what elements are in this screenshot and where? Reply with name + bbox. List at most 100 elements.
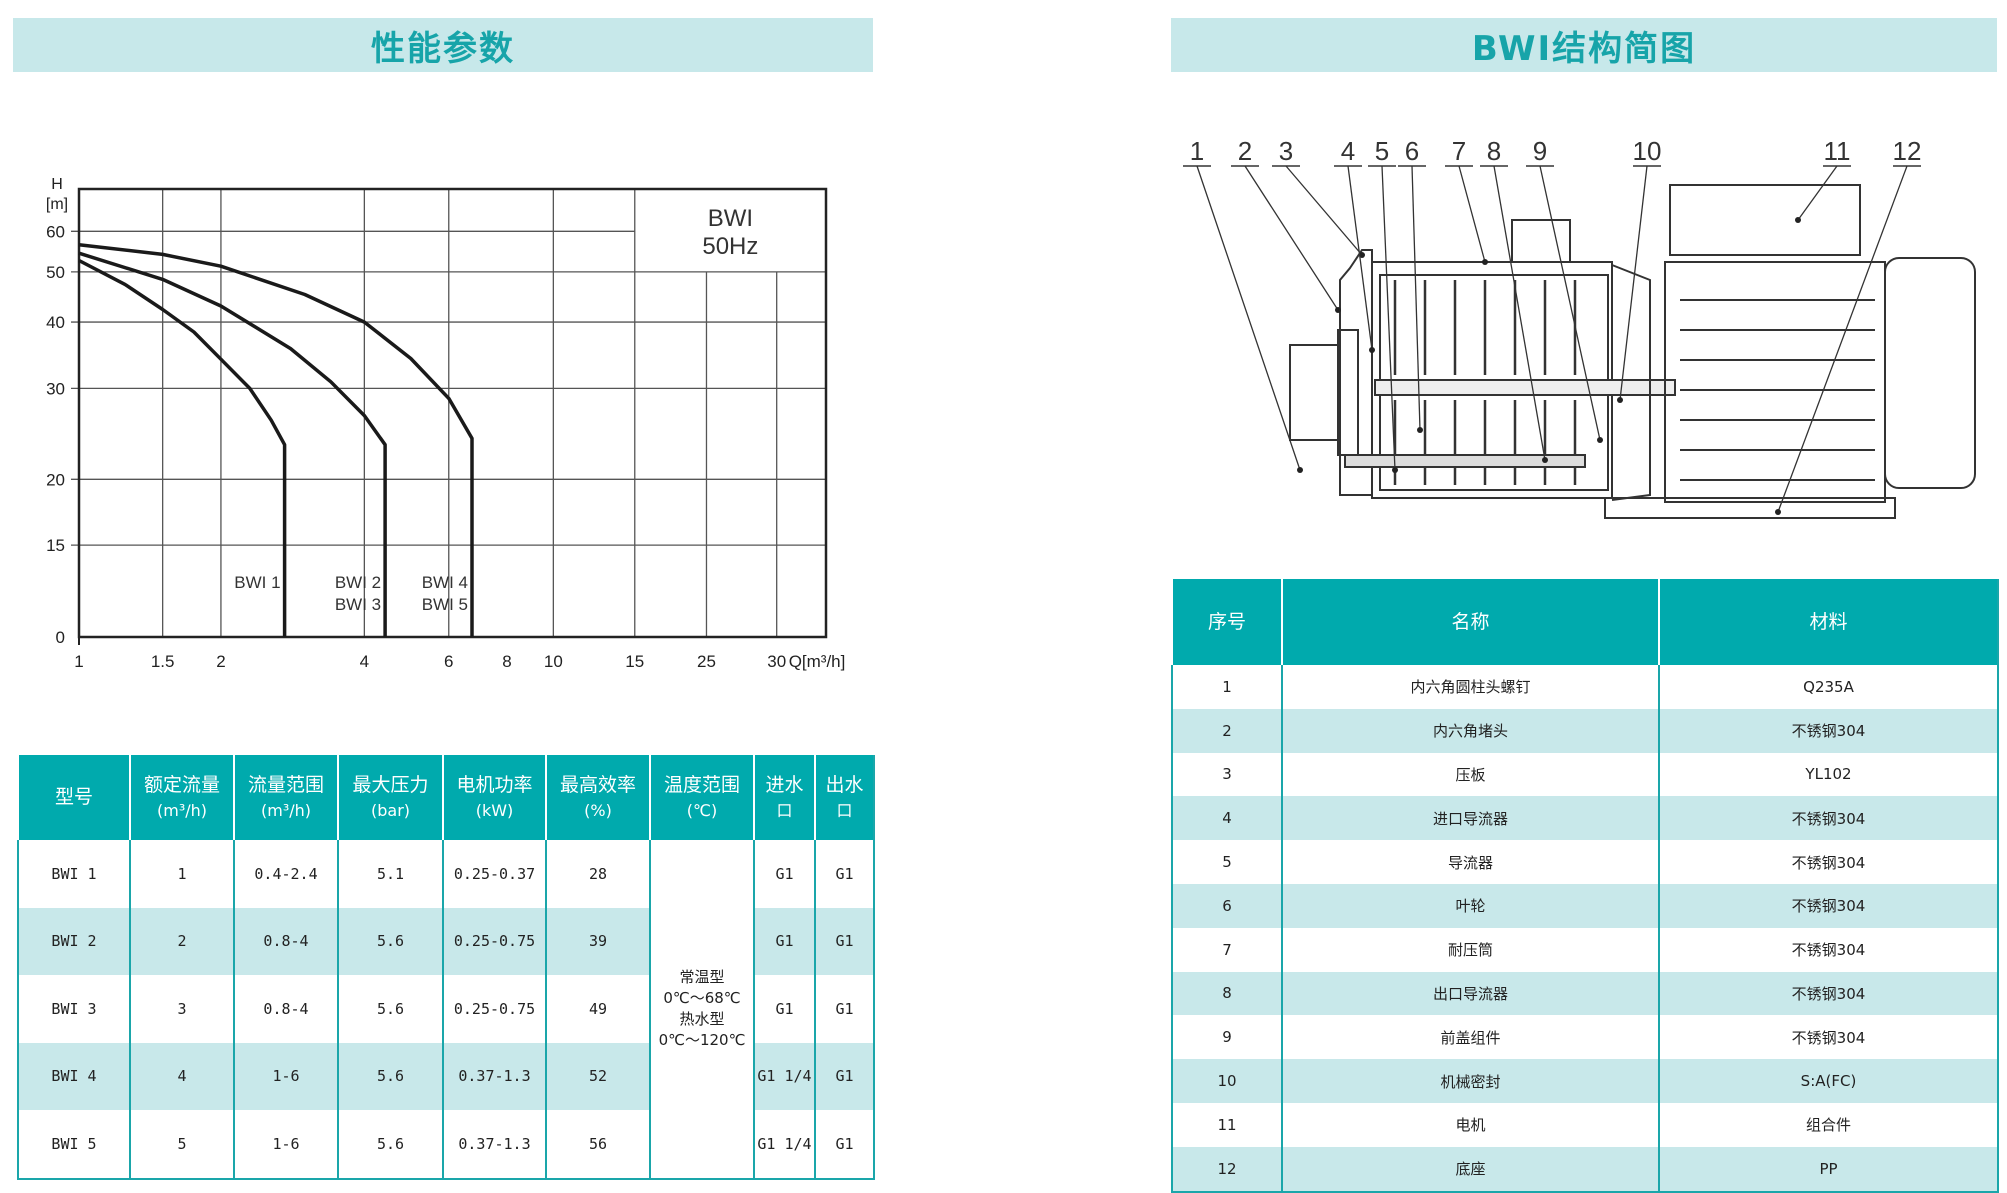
cell-inlet: G1 <box>753 975 815 1043</box>
leader-dot <box>1359 252 1365 258</box>
x-tick-label: 25 <box>697 652 716 671</box>
cell-model: BWI 5 <box>17 1110 130 1179</box>
callout-number: 5 <box>1375 136 1389 166</box>
series-label: BWI 1 <box>234 573 280 592</box>
motor-fan-cover <box>1884 257 1976 489</box>
cell-rated: 3 <box>129 975 234 1043</box>
cell-range: 0.8-4 <box>233 975 338 1043</box>
header-label: 最高效率 <box>559 773 636 796</box>
cell-material: S:A(FC) <box>1658 1059 1998 1103</box>
cell-inlet: G1 1/4 <box>753 1042 815 1110</box>
cell-material: 不锈钢304 <box>1658 1015 1998 1060</box>
x-tick-label: 1.5 <box>151 652 175 671</box>
leader-line <box>1347 165 1373 351</box>
structure-title: BWI结构简图 <box>1171 18 1997 72</box>
cell-inlet: G1 <box>753 907 815 975</box>
pump-drawing <box>1289 184 1976 519</box>
cell-material: 不锈钢304 <box>1658 708 1998 753</box>
cell-model: BWI 2 <box>17 907 130 975</box>
curve-series-2 <box>78 251 387 637</box>
header-label: 进水 <box>765 773 804 796</box>
cell-material: 不锈钢304 <box>1658 971 1998 1016</box>
header-unit: 口 <box>836 800 853 820</box>
perf-header-6: 温度范围 (℃) <box>649 755 754 840</box>
leader-line <box>1244 165 1339 311</box>
cell-name: 出口导流器 <box>1281 971 1659 1016</box>
temperature-line: 0℃～68℃ <box>663 988 741 1007</box>
outlet-pipe <box>1511 219 1571 263</box>
cell-rated: 1 <box>129 840 234 908</box>
cell-no: 3 <box>1171 752 1282 797</box>
parts-header-1: 名称 <box>1281 579 1659 665</box>
shaft <box>1374 379 1676 396</box>
leader-dot <box>1335 307 1341 313</box>
header-label: 温度范围 <box>663 773 740 796</box>
callout-number: 1 <box>1190 136 1204 166</box>
cell-name: 耐压筒 <box>1281 927 1659 972</box>
cell-power: 0.25-0.75 <box>442 975 546 1043</box>
callout-number: 2 <box>1238 136 1252 166</box>
y-tick-label: 40 <box>46 313 65 332</box>
cell-outlet: G1 <box>814 975 874 1043</box>
cell-model: BWI 1 <box>17 840 130 908</box>
cell-name: 叶轮 <box>1281 883 1659 928</box>
leader-dot <box>1417 427 1423 433</box>
callout-number: 6 <box>1405 136 1419 166</box>
header-unit: (%) <box>584 800 612 820</box>
grid <box>71 189 826 637</box>
cell-no: 7 <box>1171 927 1282 972</box>
cell-range: 0.4-2.4 <box>233 840 338 908</box>
leader-line <box>1619 165 1648 401</box>
leader-line <box>1458 165 1486 263</box>
pressure-tube <box>1371 261 1613 499</box>
leader-dot <box>1482 259 1488 265</box>
perf-header-3: 最大压力(bar) <box>337 755 443 840</box>
callout-number: 4 <box>1341 136 1355 166</box>
cell-inlet: G1 1/4 <box>753 1110 815 1179</box>
plot-frame <box>77 187 828 639</box>
x-tick-label: 6 <box>444 652 453 671</box>
cell-name: 压板 <box>1281 752 1659 797</box>
x-tick-label: 30 <box>767 652 786 671</box>
leader-dot <box>1617 397 1623 403</box>
cell-pressure: 5.6 <box>337 1042 443 1110</box>
cell-no: 10 <box>1171 1059 1282 1103</box>
series-label: BWI 3 <box>335 595 381 614</box>
cell-range: 1-6 <box>233 1110 338 1179</box>
leader-line <box>1777 165 1908 513</box>
cell-range: 0.8-4 <box>233 907 338 975</box>
callout-number: 8 <box>1487 136 1501 166</box>
cell-name: 底座 <box>1281 1146 1659 1192</box>
cell-no: 6 <box>1171 883 1282 928</box>
header-unit: (℃) <box>686 800 718 820</box>
cell-inlet: G1 <box>753 840 815 908</box>
cell-material: YL102 <box>1658 752 1998 797</box>
cell-pressure: 5.6 <box>337 907 443 975</box>
cell-eff: 52 <box>545 1042 650 1110</box>
x-tick-label: 10 <box>544 652 563 671</box>
parts-header-2: 材料 <box>1658 579 1998 665</box>
leader-dot <box>1597 437 1603 443</box>
cell-material: PP <box>1658 1146 1998 1192</box>
inlet-pipe <box>1289 344 1339 441</box>
x-tick-label: 15 <box>625 652 644 671</box>
perf-header-4: 电机功率(kW) <box>442 755 546 840</box>
y-tick-label: 30 <box>46 379 65 398</box>
cell-no: 12 <box>1171 1146 1282 1192</box>
cell-name: 电机 <box>1281 1102 1659 1147</box>
performance-title: 性能参数 <box>13 18 873 72</box>
cell-material: 不锈钢304 <box>1658 796 1998 841</box>
cell-name: 内六角堵头 <box>1281 708 1659 753</box>
